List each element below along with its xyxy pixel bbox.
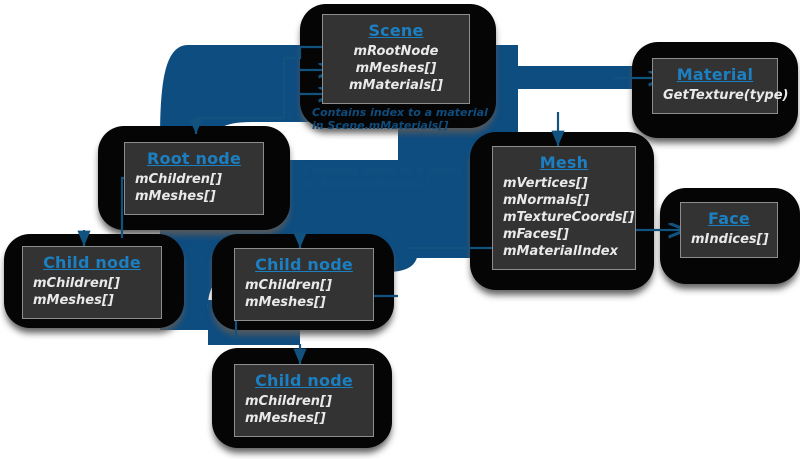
node-child-node-middle[interactable]: Child node mChildren[] mMeshes[] [234,248,374,321]
node-mesh-field-3: mFaces[] [503,227,569,242]
node-child-node-middle-field-1: mMeshes[] [245,295,326,310]
node-face[interactable]: Face mIndices[] [680,202,778,258]
node-mesh-field-4: mMaterialIndex [503,244,618,259]
node-child-node-left-title: Child node [43,253,141,272]
node-mesh-title: Mesh [539,153,589,172]
node-child-node-bottom-field-0: mChildren[] [245,394,332,409]
node-mesh-field-2: mTextureCoords[] [503,210,635,225]
node-child-node-left[interactable]: Child node mChildren[] mMeshes[] [22,246,162,319]
node-scene[interactable]: Scene mRootNode mMeshes[] mMaterials[] [322,14,470,104]
node-face-field-0: mIndices[] [691,232,769,247]
node-child-node-middle-field-0: mChildren[] [245,278,332,293]
node-child-node-left-field-1: mMeshes[] [33,293,114,308]
node-child-node-bottom[interactable]: Child node mChildren[] mMeshes[] [234,364,374,437]
node-material-title: Material [676,65,754,84]
node-child-node-middle-title: Child node [255,255,353,274]
node-scene-field-1: mMeshes[] [355,61,437,76]
node-root-node[interactable]: Root node mChildren[] mMeshes[] [124,142,264,215]
node-mesh-field-1: mNormals[] [503,193,590,208]
node-material[interactable]: Material GetTexture(type) [652,58,789,114]
node-root-node-title: Root node [146,149,241,168]
node-child-node-bottom-title: Child node [255,371,353,390]
note-material-index: Contains index to a material in Scene.mM… [312,106,488,132]
node-face-title: Face [708,209,750,228]
node-material-field-0: GetTexture(type) [663,88,789,103]
node-mesh-field-0: mVertices[] [503,176,588,191]
node-child-node-left-field-0: mChildren[] [33,276,120,291]
node-scene-title: Scene [368,21,424,40]
node-mesh[interactable]: Mesh mVertices[] mNormals[] mTextureCoor… [492,146,636,270]
node-root-node-field-0: mChildren[] [135,172,222,187]
node-scene-field-2: mMaterials[] [348,78,443,93]
node-child-node-bottom-field-1: mMeshes[] [245,411,326,426]
node-root-node-field-1: mMeshes[] [135,189,216,204]
note-mesh-index: Contains index to a mesh in Scene.mMeshe… [304,164,462,190]
node-scene-field-0: mRootNode [353,44,439,59]
